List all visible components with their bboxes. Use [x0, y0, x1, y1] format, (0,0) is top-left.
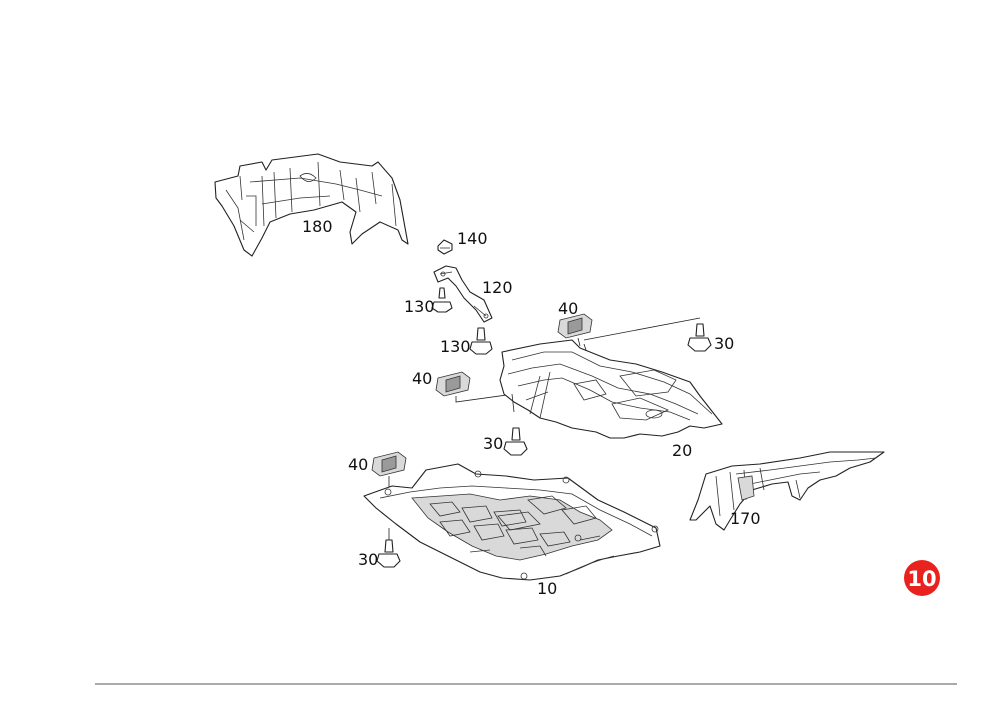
part-label-30-right: 30: [714, 334, 734, 353]
part-140-clip: 140: [437, 229, 488, 255]
part-label-10: 10: [537, 579, 557, 598]
part-40-clip-middle: 40: [412, 369, 515, 403]
part-label-40-middle: 40: [412, 369, 432, 388]
part-30-screw-lower: 30: [358, 528, 401, 569]
part-130-screw-upper: 130: [404, 287, 453, 316]
part-10-underbody-guard: 10: [363, 463, 661, 598]
part-label-120: 120: [482, 278, 513, 297]
page-badge: 10: [904, 560, 940, 596]
part-40-clip-upper: 40: [557, 299, 701, 347]
part-label-140: 140: [457, 229, 488, 248]
part-30-screw-center: 30: [483, 427, 528, 456]
part-170-side-cover: 170: [689, 451, 885, 531]
part-label-40-lower: 40: [348, 455, 368, 474]
part-label-130-upper: 130: [404, 297, 435, 316]
part-40-clip-lower: 40: [348, 451, 407, 490]
part-120-bracket: 120: [433, 265, 513, 323]
part-180-shield: 180: [214, 153, 409, 257]
page-badge-number: 10: [907, 567, 936, 591]
part-label-30-center: 30: [483, 434, 503, 453]
part-130-screw-lower: 130: [440, 327, 493, 356]
part-label-130-lower: 130: [440, 337, 471, 356]
part-20-underbody-panel: 20: [499, 339, 723, 460]
part-label-20: 20: [672, 441, 692, 460]
part-label-170: 170: [730, 509, 761, 528]
part-label-30-lower: 30: [358, 550, 378, 569]
part-30-screw-right: 30: [687, 323, 734, 353]
part-label-40-upper: 40: [558, 299, 578, 318]
part-label-180: 180: [302, 217, 333, 236]
page-badge-circle: [904, 560, 940, 596]
